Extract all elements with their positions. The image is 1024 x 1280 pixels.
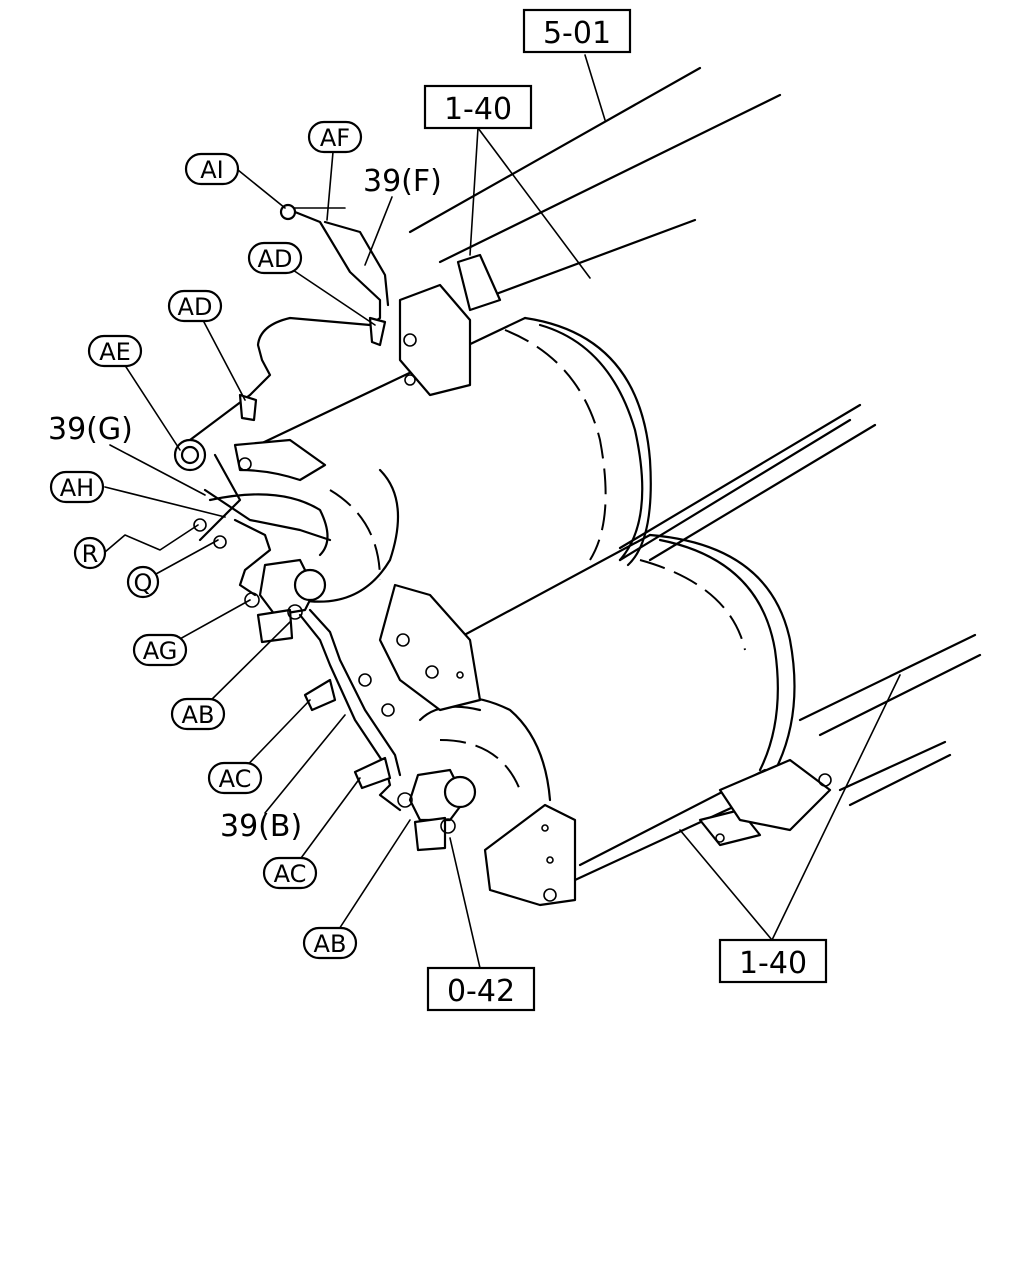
callout-ah-label: AH [60,474,94,502]
callout-q-label: Q [134,569,153,597]
valve-lower [397,768,477,852]
callout-ad-lower-label: AD [178,293,213,321]
ref-box-1-40-bottom: 1-40 [718,938,828,984]
valve-upper [244,558,327,644]
ref-0-42-label: 0-42 [447,974,515,1009]
label-39g: 39(G) [48,412,133,447]
callout-ac-upper: AC [207,761,263,795]
frame-rails [408,66,982,807]
callout-ab-upper: AB [170,697,226,731]
callout-ah: AH [49,470,105,504]
callout-ad-lower: AD [167,289,223,323]
callout-q: Q [126,565,160,599]
callout-ae: AE [87,334,143,368]
callout-ab-upper-label: AB [182,701,215,729]
ref-box-5-01: 5-01 [522,8,632,54]
callout-ag-label: AG [143,637,178,665]
ref-box-1-40-top: 1-40 [423,84,533,130]
upper-air-tank [256,316,852,603]
ref-1-40-top-label: 1-40 [444,92,512,127]
callout-ae-label: AE [99,338,131,366]
callout-ac-upper-label: AC [219,765,252,793]
ref-1-40-bottom-label: 1-40 [739,946,807,981]
ref-box-0-42: 0-42 [426,966,536,1012]
fittings [173,203,392,790]
callout-r: R [73,536,107,570]
label-39f: 39(F) [363,164,442,199]
callout-af: AF [307,120,363,154]
air-pipes [188,207,402,812]
callout-ab-lower: AB [302,926,358,960]
callout-ad-upper: AD [247,241,303,275]
callout-r-label: R [82,540,99,568]
mounting-brackets [233,253,832,907]
callout-ac-lower: AC [262,856,318,890]
callout-ad-upper-label: AD [258,245,293,273]
ref-5-01-label: 5-01 [543,16,611,51]
callout-ai-label: AI [200,156,224,184]
callout-ai: AI [184,152,240,186]
callout-af-label: AF [320,124,350,152]
callout-ab-lower-label: AB [314,930,347,958]
label-39b: 39(B) [220,809,302,844]
callout-ac-lower-label: AC [274,860,307,888]
callout-ag: AG [132,633,188,667]
